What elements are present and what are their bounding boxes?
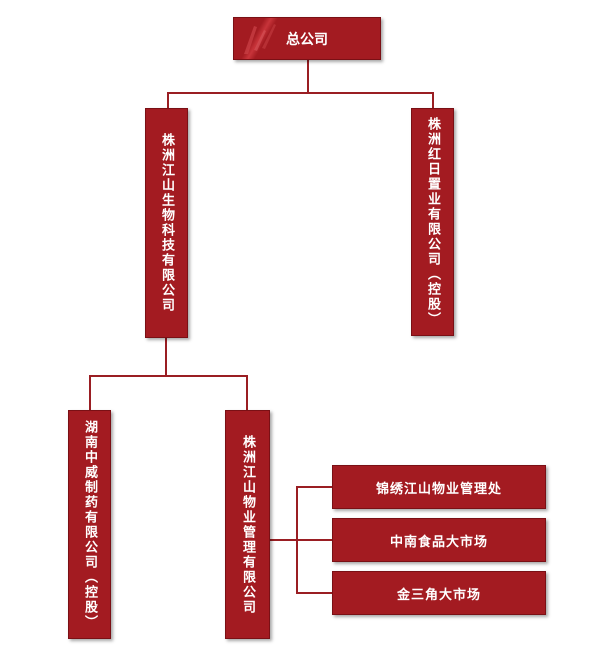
node-jinxiu-jiangshan-office: 锦绣江山物业管理处 xyxy=(332,465,546,509)
connector-level2-bar xyxy=(89,375,248,377)
node-zhongnan-food-market-label: 中南食品大市场 xyxy=(389,534,488,550)
node-jinsanjiao-market: 金三角大市场 xyxy=(332,571,546,615)
connector-root-down xyxy=(307,60,309,93)
node-headquarters-label: 总公司 xyxy=(286,31,328,48)
node-zhuzhou-hongri-property: 株洲红日置业有限公司（控股） xyxy=(411,108,454,336)
node-hunan-zhongwei-pharma-label: 湖南中威制药有限公司（控股） xyxy=(82,419,97,630)
connector-level2-left-drop xyxy=(89,375,91,410)
node-zhuzhou-jiangshan-property-mgmt: 株洲江山物业管理有限公司 xyxy=(225,410,270,639)
connector-level3-bottom xyxy=(296,592,333,594)
node-headquarters: 总公司 xyxy=(233,17,381,60)
node-zhuzhou-jiangshan-property-mgmt-label: 株洲江山物业管理有限公司 xyxy=(240,434,255,615)
connector-level1-right-drop xyxy=(432,92,434,108)
connector-biotech-down xyxy=(165,338,167,376)
connector-level1-left-drop xyxy=(167,92,169,108)
node-hunan-zhongwei-pharma: 湖南中威制药有限公司（控股） xyxy=(68,410,111,639)
node-jinsanjiao-market-label: 金三角大市场 xyxy=(396,587,481,603)
node-jinxiu-jiangshan-office-label: 锦绣江山物业管理处 xyxy=(375,481,502,497)
node-zhuzhou-hongri-property-label: 株洲红日置业有限公司（控股） xyxy=(425,117,440,327)
connector-level1-bar xyxy=(167,92,434,94)
connector-level2-right-drop xyxy=(246,375,248,410)
connector-property-out xyxy=(270,539,297,541)
connector-level3-top xyxy=(296,486,333,488)
node-zhuzhou-jiangshan-biotech: 株洲江山生物科技有限公司 xyxy=(145,108,188,338)
connector-level3-mid xyxy=(296,539,333,541)
node-zhongnan-food-market: 中南食品大市场 xyxy=(332,518,546,562)
node-zhuzhou-jiangshan-biotech-label: 株洲江山生物科技有限公司 xyxy=(159,133,174,313)
